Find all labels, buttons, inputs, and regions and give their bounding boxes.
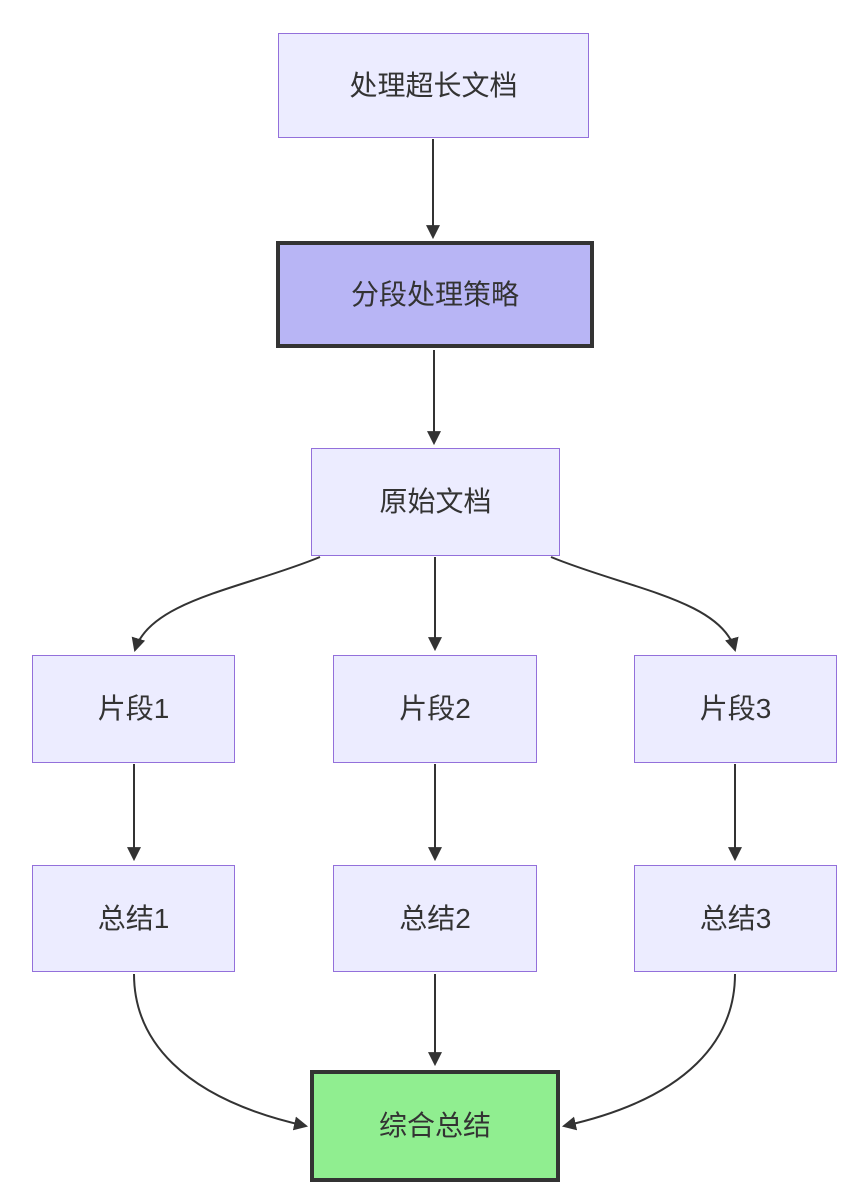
node-label: 片段3	[699, 693, 772, 725]
node-label: 总结3	[699, 902, 772, 934]
edge-c-s1	[131, 556, 321, 653]
node-label: 片段2	[399, 693, 471, 725]
node-combined-summary: 综合总结	[310, 1070, 560, 1182]
node-label: 总结1	[97, 902, 170, 934]
edge-t1-d	[133, 973, 309, 1131]
node-summary-3: 总结3	[634, 865, 837, 972]
node-segment-2: 片段2	[333, 655, 537, 763]
node-segment-1: 片段1	[32, 655, 235, 763]
node-label: 处理超长文档	[349, 69, 518, 101]
node-label: 片段1	[97, 693, 170, 725]
node-segment-3: 片段3	[634, 655, 837, 763]
edge-c-s3	[550, 556, 739, 653]
node-segmentation-strategy: 分段处理策略	[276, 241, 594, 348]
node-label: 总结2	[399, 902, 471, 934]
node-label: 分段处理策略	[350, 278, 519, 310]
node-original-document: 原始文档	[311, 448, 560, 556]
edge-t3-d	[561, 973, 736, 1131]
node-process-long-document: 处理超长文档	[278, 33, 589, 138]
node-summary-2: 总结2	[333, 865, 537, 972]
node-summary-1: 总结1	[32, 865, 235, 972]
node-label: 综合总结	[378, 1110, 491, 1142]
node-label: 原始文档	[379, 486, 492, 518]
